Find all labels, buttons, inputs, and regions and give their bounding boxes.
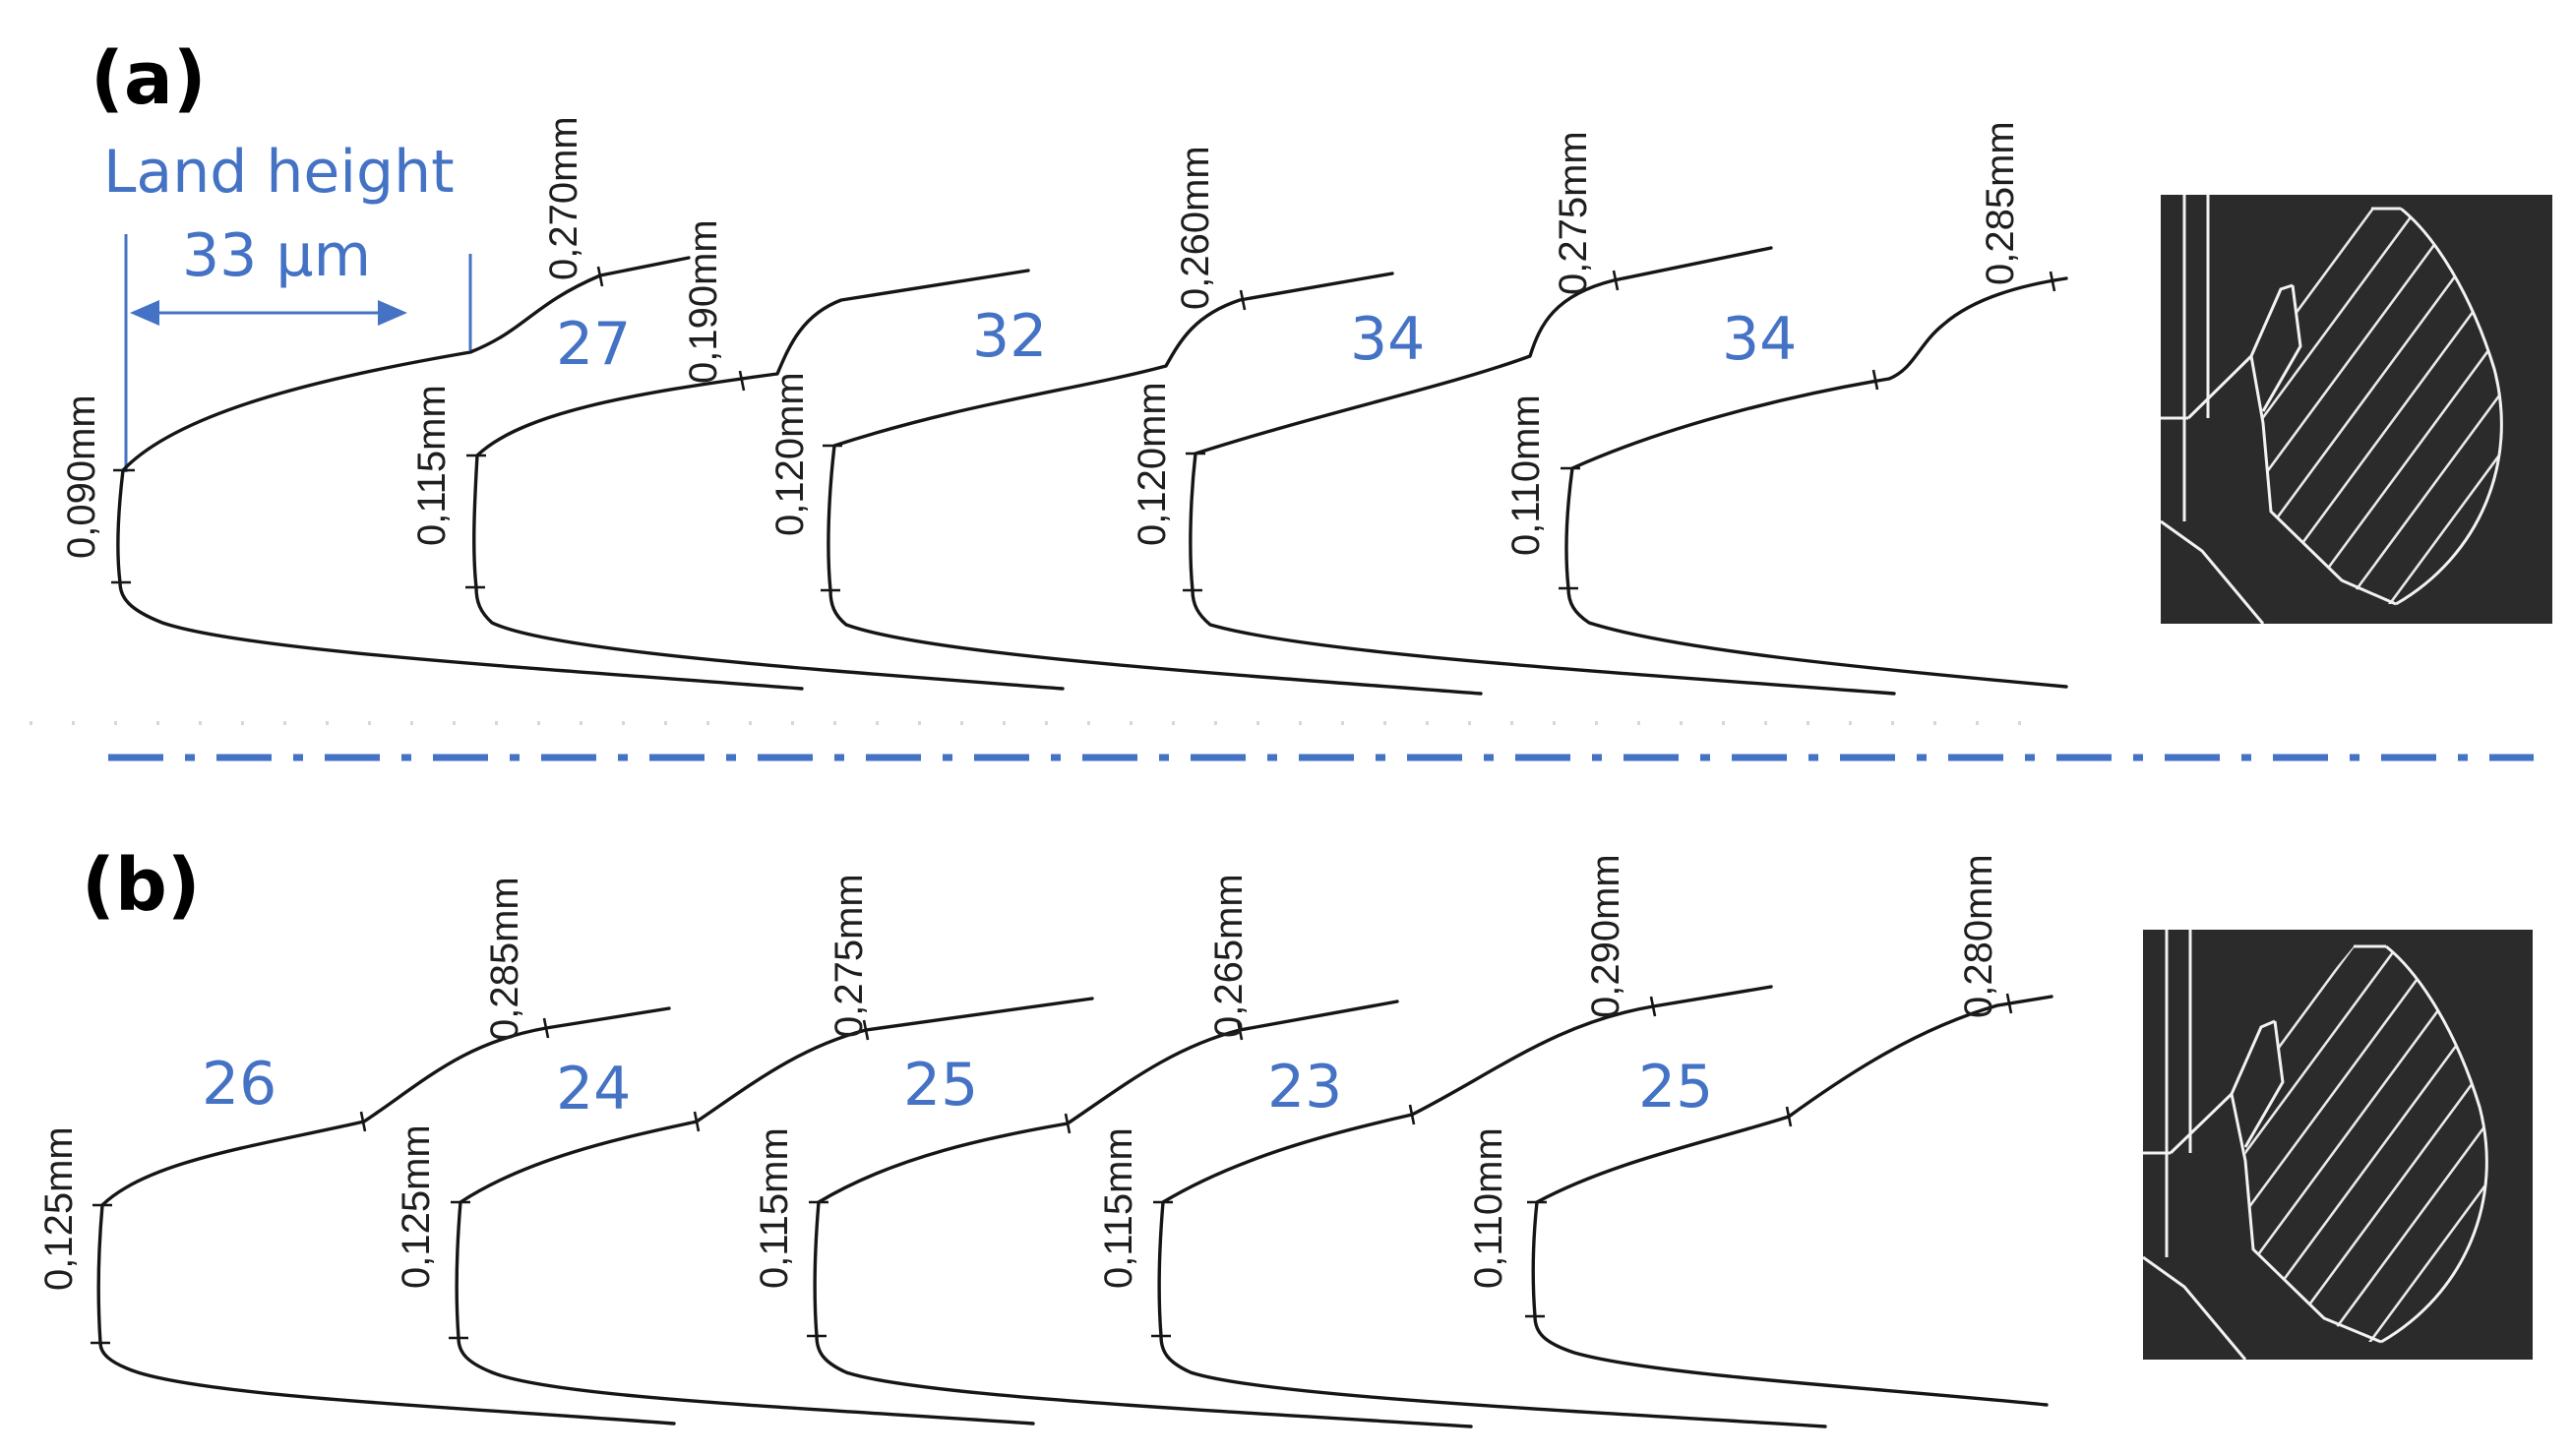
insert-thumbnail-b-arc — [2380, 944, 2488, 1344]
insert-thumbnail-b-outline — [2142, 930, 2386, 1361]
profile-a3-marker-top — [1239, 289, 1247, 311]
profile-a4-top-dim: 0,275mm — [1552, 131, 1595, 295]
profile-a1: 0,090mm 0,270mm — [60, 116, 804, 691]
profile-a3-curve — [827, 272, 1483, 696]
profile-b3-top-dim: 0,265mm — [1207, 874, 1251, 1038]
profile-a5-land-dim: 0,110mm — [1504, 394, 1548, 556]
profile-a4-land-dim: 0,120mm — [1131, 382, 1174, 546]
profile-a3-top-dim: 0,260mm — [1174, 146, 1217, 310]
insert-thumbnail-a-outline — [2160, 195, 2401, 625]
profile-a5-curve — [1564, 276, 2068, 689]
value-b5: 25 — [1638, 1053, 1713, 1122]
profile-a4-curve — [1189, 246, 1896, 696]
value-a1: 27 — [556, 310, 631, 379]
profile-b2-curve — [455, 997, 1094, 1426]
profile-b5: 0,110mm 0,280mm — [1467, 854, 2053, 1407]
profile-b5-marker-top — [2005, 993, 2013, 1014]
profile-a3-land-dim: 0,120mm — [768, 372, 812, 536]
profile-b5-land-dim: 0,110mm — [1467, 1127, 1510, 1289]
profile-b3-curve — [813, 1000, 1473, 1428]
profile-b3-land-dim: 0,115mm — [753, 1127, 796, 1289]
insert-thumbnail-b — [2142, 930, 2533, 1361]
profile-b1-land-dim: 0,125mm — [37, 1126, 81, 1291]
profile-a1-land-dim: 0,090mm — [60, 394, 103, 559]
profile-b2: 0,125mm 0,275mm — [395, 874, 1094, 1426]
profile-b3: 0,115mm 0,265mm — [753, 874, 1473, 1428]
profile-a2: 0,115mm 0,190mm — [410, 219, 1065, 691]
profile-b4-curve — [1157, 985, 1827, 1428]
profile-a4: 0,120mm 0,275mm — [1131, 131, 1896, 696]
profile-b5-curve — [1531, 995, 2053, 1407]
land-height-annotation: Land height 33 µm — [103, 138, 472, 472]
profile-b2-marker-mid — [693, 1111, 701, 1132]
profile-b4-top-dim: 0,290mm — [1584, 854, 1627, 1018]
profile-a5: 0,110mm 0,285mm — [1504, 121, 2068, 689]
panel-b-label: (b) — [82, 843, 201, 928]
profile-a2-marker-top — [738, 370, 746, 392]
profile-b3-marker-top — [1236, 1019, 1244, 1041]
land-height-title: Land height — [103, 138, 455, 207]
insert-thumbnail-a — [2160, 195, 2552, 625]
profile-a1-marker-top — [596, 266, 604, 287]
profile-b1-top-dim: 0,285mm — [483, 877, 526, 1041]
panel-a-label: (a) — [91, 36, 207, 121]
profile-a5-marker-mid — [1871, 369, 1879, 391]
profile-b2-marker-top — [862, 1019, 870, 1041]
profile-b1-marker-top — [542, 1017, 550, 1039]
profile-a1-curve — [116, 256, 804, 691]
profile-b2-land-dim: 0,125mm — [395, 1124, 438, 1289]
profile-a2-land-dim: 0,115mm — [410, 385, 454, 546]
profile-a1-top-dim: 0,270mm — [542, 116, 585, 280]
land-height-value: 33 µm — [182, 221, 371, 290]
profile-b1-marker-mid — [359, 1111, 367, 1132]
panel-b: (b) 0,125mm 0,285mm 0,125mm 0,275mm — [37, 843, 2533, 1428]
profile-b2-top-dim: 0,275mm — [827, 874, 871, 1038]
arrow-left-icon — [130, 300, 159, 326]
profile-b4: 0,115mm 0,290mm — [1097, 854, 1827, 1428]
profile-b4-marker-top — [1649, 996, 1657, 1017]
insert-thumbnail-a-arc — [2395, 207, 2503, 606]
value-b1: 26 — [202, 1050, 276, 1119]
profile-b1-curve — [96, 1006, 676, 1426]
profile-b5-top-dim: 0,280mm — [1957, 854, 2000, 1018]
profile-a2-curve — [472, 269, 1065, 691]
profile-a5-top-dim: 0,285mm — [1979, 121, 2022, 285]
profile-a4-marker-top — [1612, 270, 1620, 291]
value-b2: 24 — [556, 1055, 631, 1123]
value-a3: 34 — [1350, 305, 1425, 374]
profile-b4-land-dim: 0,115mm — [1097, 1127, 1140, 1289]
profile-b1: 0,125mm 0,285mm — [37, 877, 676, 1426]
profile-a5-marker-top — [2049, 271, 2056, 292]
profile-b5-marker-mid — [1785, 1106, 1793, 1127]
value-b4: 23 — [1267, 1053, 1342, 1122]
panel-a: (a) Land height 33 µm 0,090mm 0,270mm — [60, 36, 2552, 696]
value-a2: 32 — [972, 302, 1047, 371]
value-b3: 25 — [903, 1051, 978, 1120]
value-a4: 34 — [1722, 305, 1797, 374]
profile-a3: 0,120mm 0,260mm — [768, 146, 1483, 696]
profile-a2-top-dim: 0,190mm — [682, 219, 725, 384]
arrow-right-icon — [378, 300, 407, 326]
profile-b3-marker-mid — [1064, 1113, 1072, 1134]
profile-b4-marker-mid — [1408, 1104, 1416, 1125]
